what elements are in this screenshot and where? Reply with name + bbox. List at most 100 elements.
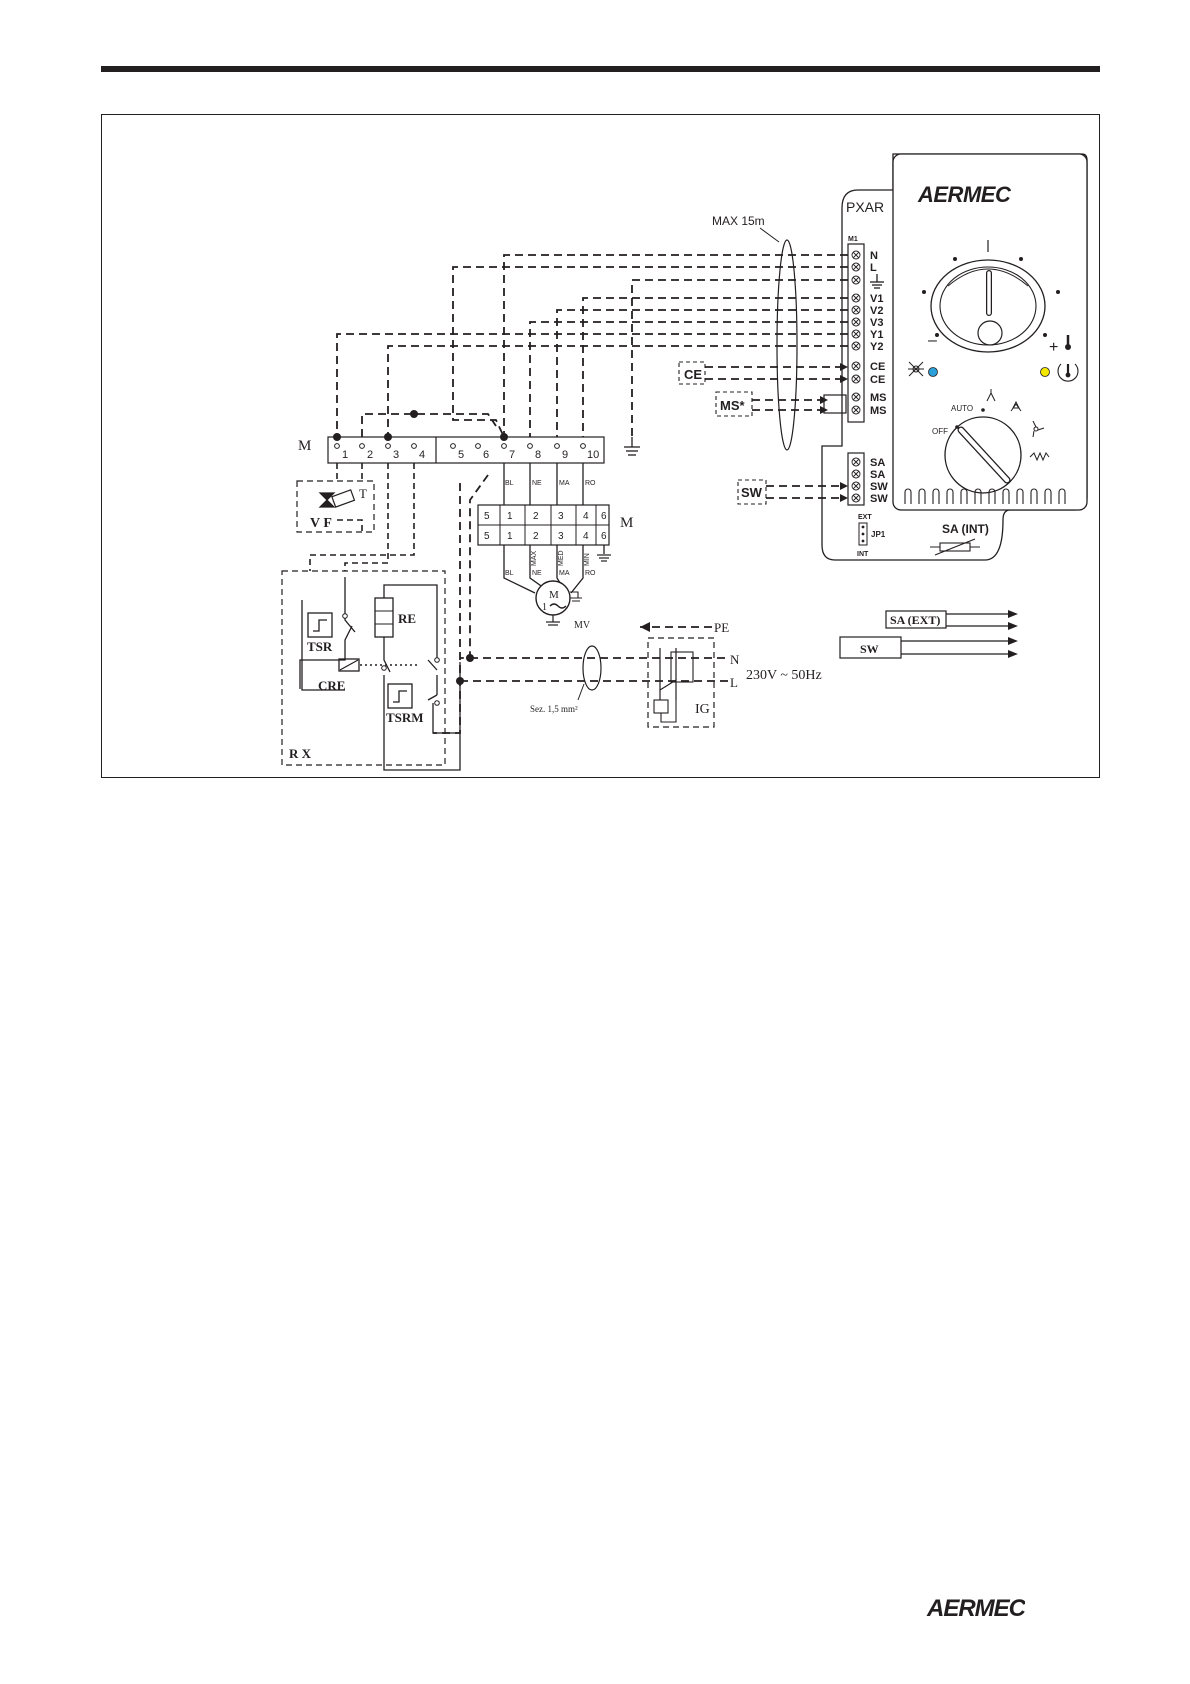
controller-pxar: AERMEC PXAR – + [822,154,1087,560]
motor-strip-label: M [620,515,633,531]
strip-code-ne: NE [532,480,542,487]
motor-label: MV [574,620,591,631]
speed-max: MAX [531,551,538,567]
ce-label: CE [684,367,702,382]
ig-label: IG [695,702,710,717]
auto-label: AUTO [951,404,973,413]
terminal-ce-1: CE [870,361,885,373]
sa-int-sensor [930,539,980,555]
jumper-ext-label: EXT [858,514,872,521]
ms-bot-3: 3 [558,531,564,542]
ms-bot-4: 4 [583,531,589,542]
jumper-label: JP1 [871,530,886,539]
terminal-sw-1: SW [870,481,888,493]
sa-ext-label: SA (EXT) [890,613,940,627]
ms-bot-2: 2 [533,531,539,542]
m-terminal-8: 8 [535,449,541,461]
heater-rx: R X TSR CRE RE TSRM [282,463,460,770]
plus-label: + [1049,339,1058,356]
ms-top-5: 5 [484,511,490,522]
m-terminal-9: 9 [562,449,568,461]
motor-code-ro: RO [585,570,596,577]
ms-top-1: 1 [507,511,513,522]
external-sw: SW [738,480,766,504]
supply-label: 230V ~ 50Hz [746,668,822,683]
cable-section-label: Sez. 1,5 mm² [530,704,578,714]
controller-name: PXAR [846,199,884,215]
terminal-ce-2: CE [870,374,885,386]
sw-output: SW [840,637,1018,658]
controller-logo: AERMEC [917,182,1012,207]
valve-label: V F [310,516,332,531]
ms-bot-1: 1 [507,531,513,542]
terminal-block-label: M1 [848,236,858,243]
terminal-sw-2: SW [870,493,888,505]
led-yellow [1041,368,1050,377]
terminal-l: L [870,262,877,274]
terminal-v3: V3 [870,317,883,329]
tsrm-sensor [388,684,412,708]
terminal-sa-2: SA [870,469,885,481]
sa-ext-output: SA (EXT) [886,610,1018,630]
speed-min: MIN [584,553,591,566]
jumper-int-label: INT [857,551,869,558]
terminal-y2: Y2 [870,341,883,353]
terminal-v2: V2 [870,305,883,317]
ms-label: MS* [720,398,746,413]
strip-code-bl: BL [505,480,514,487]
main-switch-ig: IG [648,638,714,727]
motor-terminal-strip: M 5 1 2 3 4 6 5 1 2 3 4 6 [478,505,633,545]
footer-logo: AERMEC [925,1590,1025,1626]
motor-phase: 1 [542,602,547,613]
cable-bundle-ellipse [777,240,797,450]
terminal-ms-2: MS [870,405,887,417]
external-ce: CE [679,362,705,384]
motor-strip-numbers: 5 1 2 3 4 6 5 1 2 3 4 6 [484,511,607,542]
m-terminal-7: 7 [509,449,515,461]
main-earth-icon [624,437,640,455]
speed-med: MED [558,550,565,566]
ms-top-3: 3 [558,511,564,522]
terminal-y1: Y1 [870,329,883,341]
terminal-screws [852,251,860,502]
rx-label: R X [289,746,312,761]
strip-to-motor-wires [504,463,583,505]
terminal-strip-m: M 1 2 3 4 5 6 7 8 9 10 [298,410,604,463]
sa-int-label: SA (INT) [942,522,989,536]
m-terminal-2: 2 [367,449,373,461]
motor-code-ma: MA [559,570,570,577]
motor-code-bl: BL [505,570,514,577]
m-terminal-3: 3 [393,449,399,461]
l-label: L [730,675,738,690]
m-terminal-1: 1 [342,449,348,461]
tsrm-label: TSRM [386,710,424,725]
terminal-v1: V1 [870,293,883,305]
strip-code-ma: MA [559,480,570,487]
ms-top-2: 2 [533,511,539,522]
motor-code-ne: NE [532,570,542,577]
external-arrowheads [820,363,848,502]
sw-output-label: SW [860,642,879,656]
m-terminal-10: 10 [587,449,599,461]
valve-vf: T V F [297,463,374,532]
tsr-sensor [308,613,332,637]
terminal-strip-label: M [298,438,311,454]
ms-top-6: 6 [601,511,607,522]
terminal-block-sa-sw [848,453,864,505]
minus-label: – [928,332,937,349]
motor-symbol: M [549,589,559,601]
off-label: OFF [932,427,948,436]
led-blue [929,368,938,377]
terminal-ms-1: MS [870,392,887,404]
n-label: N [730,652,740,667]
strip-code-ro: RO [585,480,596,487]
re-label: RE [398,611,416,626]
ms-top-4: 4 [583,511,589,522]
tsr-label: TSR [307,639,333,654]
cre-label: CRE [318,678,345,693]
controller-earth-icon [870,274,884,288]
motor-strip-earth-icon [597,555,611,561]
terminal-sa-1: SA [870,457,885,469]
max-cable-label: MAX 15m [712,214,765,228]
